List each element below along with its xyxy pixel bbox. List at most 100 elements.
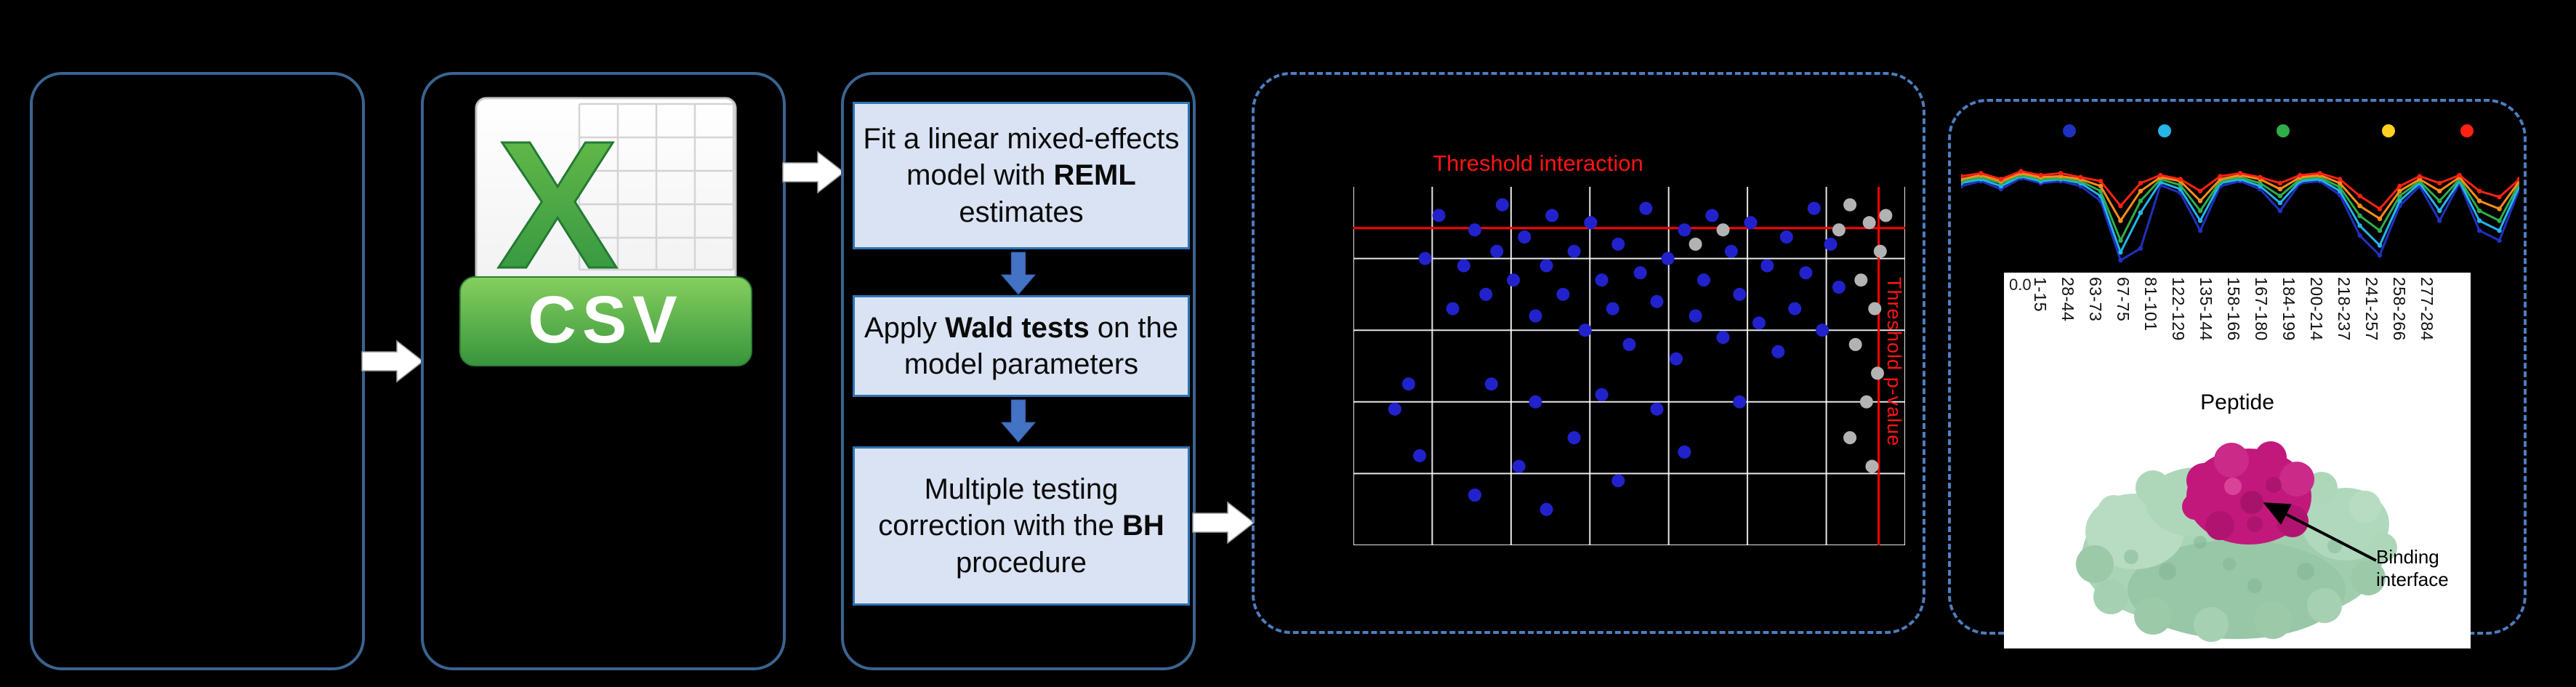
uptake-point [2277, 208, 2283, 214]
uptake-line-blue [1961, 177, 2519, 262]
step-text-pre: Apply [864, 311, 946, 344]
scatter-point-blue [1606, 302, 1619, 316]
flow-arrow-1 [361, 340, 424, 383]
scatter-point-gray [1879, 209, 1893, 222]
statistics-pipeline-box: Fit a linear mixed-effects model with RE… [841, 72, 1196, 670]
uptake-point [2197, 198, 2203, 204]
timepoint-legend [1961, 124, 2519, 139]
uptake-point [2118, 257, 2123, 263]
scatter-point-blue [1744, 216, 1758, 230]
uptake-point [2437, 188, 2442, 193]
step-text-post: estimates [959, 196, 1084, 228]
uptake-point [2277, 200, 2283, 206]
scatter-point-gray [1865, 459, 1879, 473]
uptake-point [2357, 233, 2362, 238]
scatter-point-gray [1854, 273, 1868, 287]
scatter-point-blue [1697, 273, 1710, 287]
peptide-tick-label: 241-257 [2362, 277, 2381, 341]
uptake-point [2497, 206, 2502, 212]
scatter-point-blue [1595, 387, 1609, 401]
uptake-point [2377, 243, 2383, 248]
uptake-point [2138, 180, 2144, 186]
uptake-point [2437, 218, 2442, 223]
csv-banner [459, 276, 752, 366]
scatter-point-blue [1622, 337, 1636, 351]
uptake-point [2197, 188, 2203, 193]
uptake-point [2138, 188, 2144, 193]
scatter-point-blue [1446, 302, 1460, 316]
right-arrow-icon [361, 340, 424, 383]
uptake-point [2197, 218, 2203, 223]
uptake-point [2357, 213, 2362, 218]
scatter-point-blue [1595, 273, 1609, 287]
threshold-pvalue-label: Threshold p-value [1883, 277, 1905, 447]
uptake-point [2078, 174, 2083, 180]
uptake-point [2377, 216, 2383, 222]
uptake-point [2138, 246, 2144, 251]
uptake-point [2437, 180, 2442, 186]
uptake-point [2397, 193, 2402, 198]
uptake-point [2178, 182, 2183, 188]
uptake-point [2397, 188, 2402, 193]
protein-structure-image [2076, 441, 2397, 642]
step-fit-model: Fit a linear mixed-effects model with RE… [853, 102, 1190, 249]
scatter-point-blue [1578, 324, 1592, 337]
step-text-bold: BH [1122, 510, 1164, 542]
scatter-point-blue [1611, 474, 1625, 488]
uptake-point [2437, 208, 2442, 214]
uptake-point [2277, 180, 2283, 186]
uptake-point [2357, 223, 2362, 228]
uptake-point [2377, 253, 2383, 258]
scatter-point-blue [1816, 324, 1830, 337]
scatter-point-blue [1678, 223, 1691, 237]
scatter-point-blue [1650, 402, 1664, 416]
scatter-point-blue [1457, 259, 1470, 273]
volcano-panel: Threshold interaction Threshold p-value [1252, 72, 1925, 634]
uptake-point [2098, 179, 2104, 184]
peptide-tick-label: 135-144 [2197, 277, 2215, 341]
peptide-tick-label: 218-237 [2335, 277, 2354, 341]
uptake-point [2357, 204, 2362, 209]
uptake-point [2417, 174, 2423, 179]
scatter-point-blue [1468, 223, 1481, 237]
scatter-point-blue [1639, 201, 1653, 215]
scatter-point-blue [1567, 431, 1581, 445]
scatter-point-blue [1716, 331, 1730, 345]
uptake-point [2138, 198, 2144, 204]
scatter-point-gray [1843, 198, 1857, 212]
peptide-tick-label: 81-101 [2141, 277, 2160, 332]
uptake-point [2476, 198, 2482, 204]
timepoint-legend-dot [2277, 124, 2290, 137]
scatter-point-blue [1733, 287, 1747, 301]
scatter-point-blue [1545, 209, 1559, 222]
scatter-point-blue [1661, 252, 1675, 265]
y-axis-tick: 0.0 [2009, 276, 2032, 294]
peptide-tick-label: 200-214 [2307, 277, 2326, 341]
step-text-pre: Multiple testing correction with the [878, 473, 1122, 542]
peptide-tick-label: 167-180 [2252, 277, 2271, 341]
scatter-point-blue [1807, 201, 1821, 215]
scatter-point-gray [1859, 395, 1873, 409]
uptake-point [2497, 238, 2502, 243]
uptake-point [2058, 171, 2064, 176]
peptide-tick-label: 122-129 [2169, 277, 2188, 341]
uptake-point [2497, 194, 2502, 200]
binding-interface-label: Binding interface [2376, 546, 2449, 591]
scatter-point-blue [1788, 302, 1802, 316]
scatter-point-blue [1518, 230, 1531, 244]
scatter-point-blue [1705, 209, 1719, 222]
peptide-tick-label: 258-266 [2390, 277, 2409, 341]
uptake-point [2118, 218, 2123, 223]
input-data-box [30, 72, 365, 670]
scatter-point-blue [1670, 352, 1683, 366]
volcano-plot [1353, 187, 1906, 546]
flow-arrow-2 [782, 150, 845, 194]
uptake-point [2018, 169, 2024, 174]
step-text-post: procedure [955, 546, 1087, 579]
uptake-point [2258, 180, 2263, 186]
uptake-lines-svg [1961, 169, 2519, 263]
uptake-point [2476, 228, 2482, 233]
step-wald-tests-text: Apply Wald tests on the model parameters [862, 310, 1180, 383]
